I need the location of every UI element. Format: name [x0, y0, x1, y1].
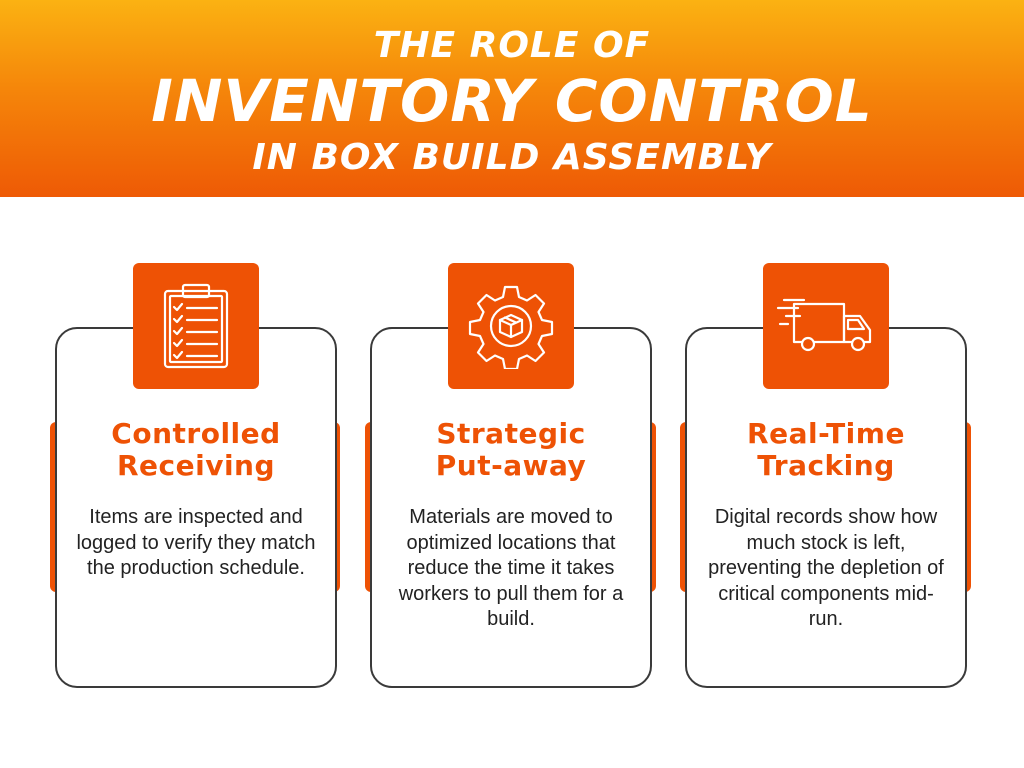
- card-description: Materials are moved to optimized locatio…: [398, 506, 624, 630]
- card-title-line-2: Receiving: [116, 449, 276, 482]
- card-3-icon-box: [763, 263, 889, 389]
- card-description: Items are inspected and logged to verify…: [76, 506, 316, 579]
- title-line-3: IN BOX BUILD ASSEMBLY: [252, 137, 772, 178]
- card-2-icon-box: [448, 263, 574, 389]
- card-title: Strategic Put-away: [372, 418, 650, 482]
- card-description: Digital records show how much stock is l…: [708, 506, 944, 630]
- card-title-line-1: Controlled: [111, 417, 281, 450]
- card-title: Real-Time Tracking: [687, 418, 965, 482]
- card-title-line-1: Strategic: [436, 417, 586, 450]
- title-line-2: INVENTORY CONTROL: [151, 67, 873, 135]
- card-1-icon-box: [133, 263, 259, 389]
- card-title-line-1: Real-Time: [747, 417, 905, 450]
- delivery-truck-icon: [776, 298, 872, 352]
- card-title-line-2: Tracking: [757, 449, 895, 482]
- card-title-line-2: Put-away: [435, 449, 587, 482]
- clipboard-checklist-icon: [163, 283, 229, 369]
- title-line-1: THE ROLE OF: [373, 25, 651, 66]
- card-title: Controlled Receiving: [57, 418, 335, 482]
- gear-box-icon: [468, 285, 554, 369]
- card-real-time-tracking: Real-Time Tracking Digital records show …: [685, 327, 967, 688]
- header-banner: THE ROLE OF INVENTORY CONTROL IN BOX BUI…: [0, 0, 1024, 197]
